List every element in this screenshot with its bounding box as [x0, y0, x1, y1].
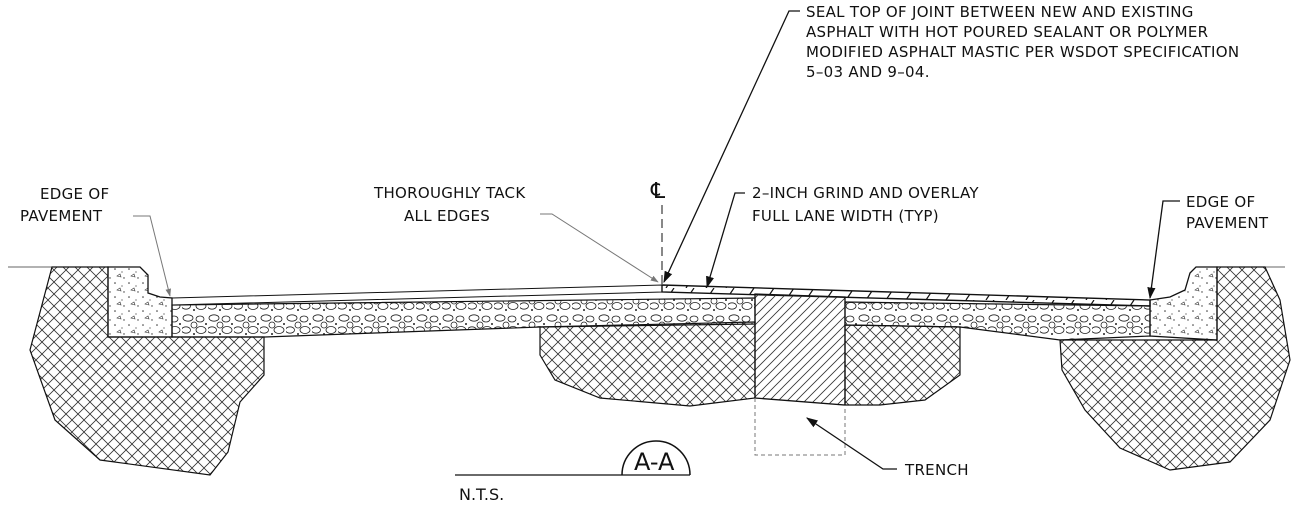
grind-note-line-2: FULL LANE WIDTH (TYP) — [752, 207, 939, 225]
seal-note-line-2: ASPHALT WITH HOT POURED SEALANT OR POLYM… — [806, 23, 1208, 41]
grind-note-line-1: 2–INCH GRIND AND OVERLAY — [752, 184, 979, 202]
tack-note-line-2: ALL EDGES — [404, 207, 490, 225]
trench-outline — [754, 398, 846, 456]
seal-note-line-4: 5–03 AND 9–04. — [806, 63, 930, 81]
edge-left-line-1: EDGE OF — [40, 185, 109, 203]
edge-right-leader — [1147, 200, 1180, 300]
curb-left — [107, 266, 173, 338]
edge-left-line-2: PAVEMENT — [20, 207, 103, 225]
tack-note-line-1: THOROUGHLY TACK — [373, 184, 526, 202]
section-bubble — [621, 440, 691, 476]
soil-center-left — [539, 321, 756, 407]
trench-label: TRENCH — [904, 461, 969, 479]
soil-center-right — [844, 324, 961, 406]
section-label: A-A — [634, 448, 675, 476]
edge-right-line-2: PAVEMENT — [1186, 214, 1269, 232]
seal-note-leader — [663, 10, 800, 284]
edge-left-leader — [133, 215, 171, 297]
curb-right — [1149, 266, 1218, 341]
centerline-symbol: ℄ — [650, 179, 666, 204]
tack-note-leader — [540, 213, 659, 283]
grind-note-leader — [706, 192, 745, 289]
seal-note-line-1: SEAL TOP OF JOINT BETWEEN NEW AND EXISTI… — [806, 3, 1194, 21]
trench-backfill — [754, 293, 846, 406]
trench-leader — [806, 417, 897, 470]
edge-right-line-1: EDGE OF — [1186, 193, 1255, 211]
seal-note-line-3: MODIFIED ASPHALT MASTIC PER WSDOT SPECIF… — [806, 43, 1239, 61]
scale-note: N.T.S. — [459, 485, 504, 504]
